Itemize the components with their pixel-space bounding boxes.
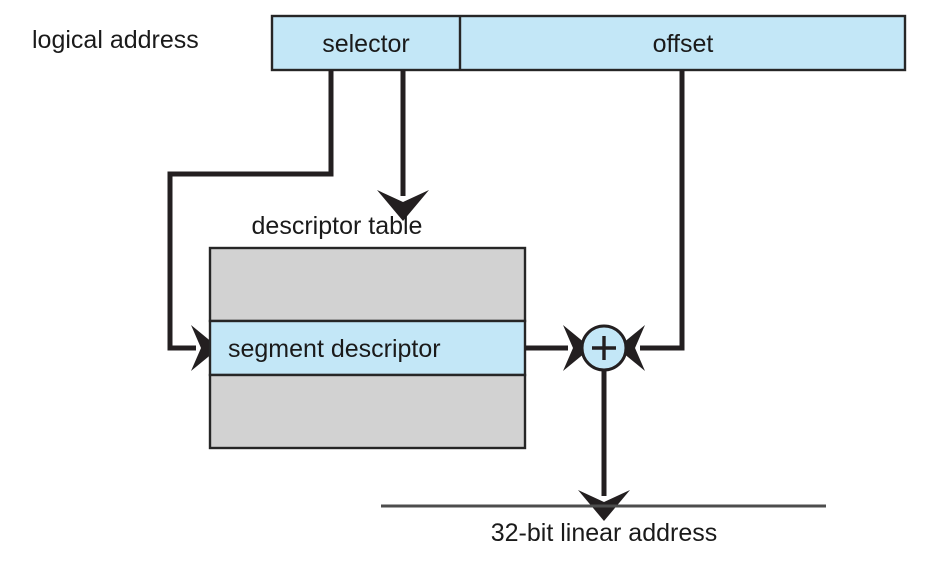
selector-field-label: selector	[322, 30, 410, 58]
logical-address-field-row	[270, 14, 907, 72]
segment-descriptor-label: segment descriptor	[228, 335, 441, 363]
linear-address-label: 32-bit linear address	[491, 519, 718, 547]
descriptor-table: segment descriptor	[208, 246, 527, 450]
descriptor-table-row-empty-row-bottom	[208, 373, 527, 450]
offset-field-label: offset	[653, 30, 714, 58]
descriptor-table-label: descriptor table	[252, 212, 423, 240]
adder-node	[580, 324, 628, 372]
logical-address-label: logical address	[32, 26, 199, 54]
descriptor-table-row-empty-row-top	[208, 246, 527, 323]
descriptor-table-row-segment-descriptor	[208, 319, 527, 377]
logical-address-box: selector offset	[270, 14, 907, 72]
selector-to-segment-descriptor-connector	[167, 70, 334, 372]
offset-to-adder-connector	[617, 70, 685, 371]
